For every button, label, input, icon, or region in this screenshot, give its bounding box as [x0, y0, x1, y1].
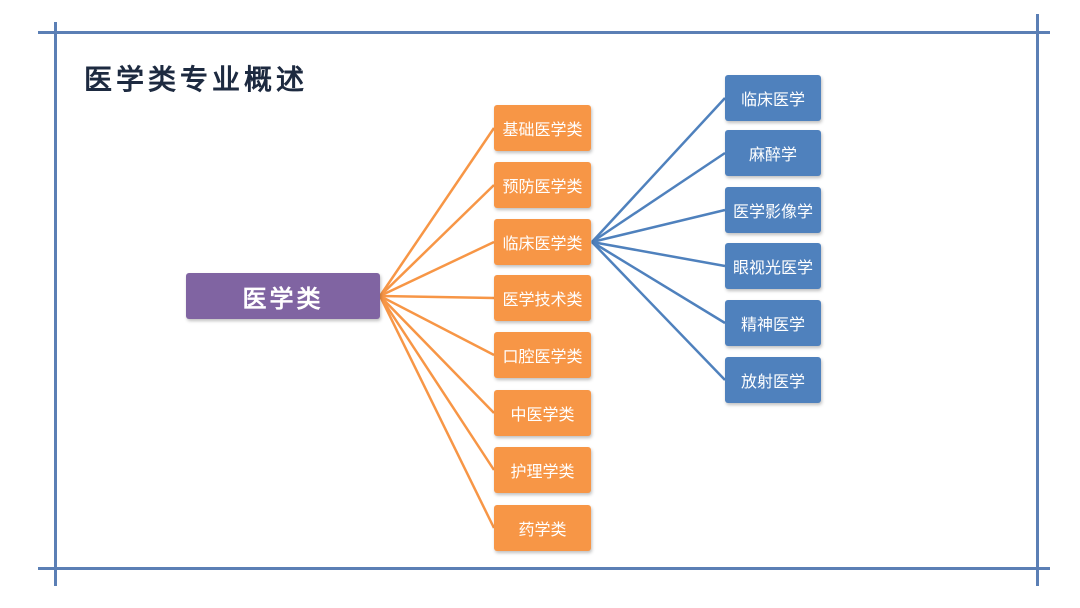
- connector-root-category: [378, 127, 496, 297]
- connector-root-category: [379, 295, 495, 414]
- connector-root-category: [379, 184, 495, 297]
- category-node: 预防医学类: [494, 162, 591, 208]
- major-node: 临床医学: [725, 75, 821, 121]
- major-node: 麻醉学: [725, 130, 821, 176]
- connector-root-category: [379, 240, 495, 298]
- major-node: 放射医学: [725, 357, 821, 403]
- connector-root-category: [378, 295, 496, 471]
- connector-root-category: [379, 294, 495, 357]
- frame-left-line: [54, 22, 57, 586]
- major-node: 精神医学: [725, 300, 821, 346]
- connector-category-major: [591, 151, 726, 244]
- category-node: 药学类: [494, 505, 591, 551]
- connector-root-category: [379, 294, 495, 300]
- major-node: 眼视光医学: [725, 243, 821, 289]
- connector-category-major: [591, 241, 726, 381]
- frame-right-line: [1036, 14, 1039, 586]
- connector-category-major: [591, 208, 726, 244]
- connector-category-major: [591, 240, 726, 325]
- major-node: 医学影像学: [725, 187, 821, 233]
- connector-category-major: [591, 97, 726, 243]
- connector-category-major: [591, 240, 726, 268]
- root-node: 医学类: [186, 273, 380, 319]
- category-node: 医学技术类: [494, 275, 591, 321]
- category-node: 中医学类: [494, 390, 591, 436]
- category-node: 口腔医学类: [494, 332, 591, 378]
- category-node: 基础医学类: [494, 105, 591, 151]
- category-node: 临床医学类: [494, 219, 591, 265]
- frame-top-line: [38, 31, 1050, 34]
- frame-bottom-line: [38, 567, 1050, 570]
- category-node: 护理学类: [494, 447, 591, 493]
- page-title: 医学类专业概述: [84, 63, 309, 96]
- connector-root-category: [378, 295, 496, 529]
